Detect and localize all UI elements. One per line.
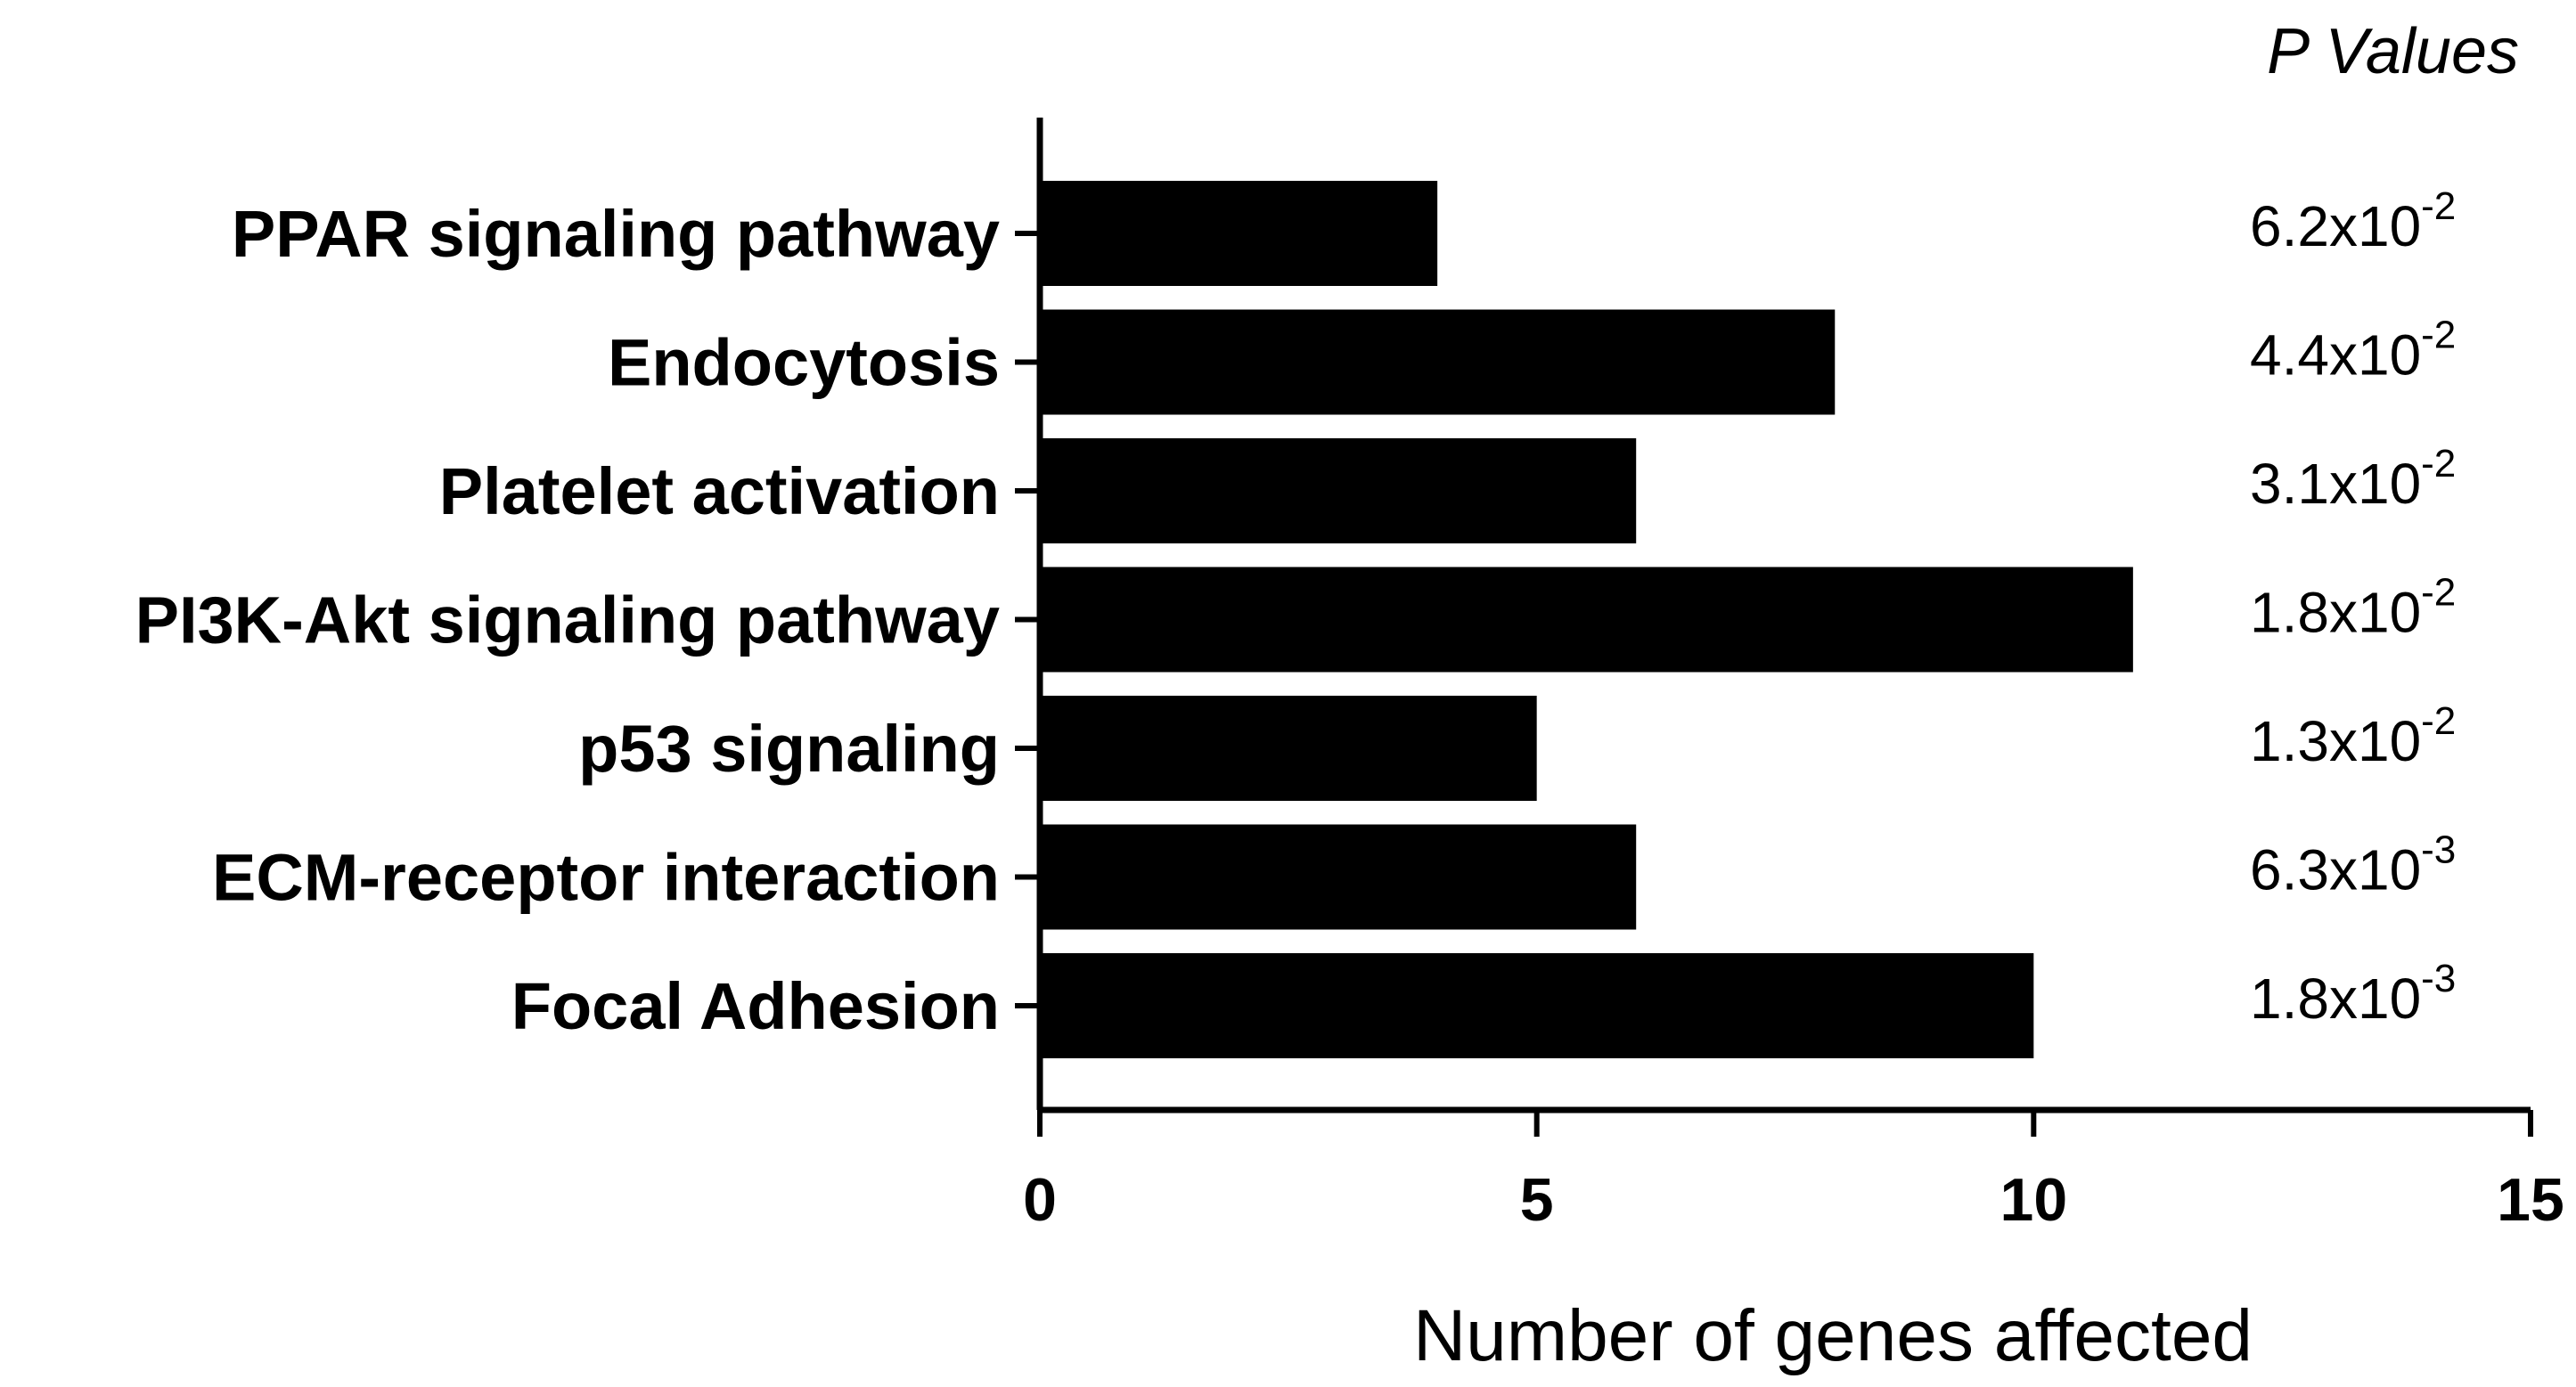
p-value-mantissa: 6.2x10 <box>2250 194 2421 258</box>
p-value: 1.8x10-3 <box>2250 957 2456 1031</box>
p-value-exponent: -3 <box>2421 957 2456 1000</box>
p-value-mantissa: 1.8x10 <box>2250 967 2421 1031</box>
p-value-exponent: -3 <box>2421 828 2456 872</box>
p-value-annotations: 6.2x10-24.4x10-23.1x10-21.8x10-21.3x10-2… <box>2250 184 2456 1031</box>
p-value-mantissa: 4.4x10 <box>2250 323 2421 388</box>
bar <box>1040 824 1637 930</box>
category-label: Endocytosis <box>608 326 1000 400</box>
p-value-mantissa: 3.1x10 <box>2250 452 2421 516</box>
p-value-mantissa: 1.8x10 <box>2250 581 2421 645</box>
p-value-mantissa: 6.3x10 <box>2250 838 2421 902</box>
p-value-exponent: -2 <box>2421 571 2456 615</box>
axes <box>1015 118 2531 1114</box>
bar <box>1040 309 1836 415</box>
category-label: Platelet activation <box>439 454 1000 528</box>
p-value: 3.1x10-2 <box>2250 442 2456 516</box>
p-value-mantissa: 1.3x10 <box>2250 709 2421 773</box>
p-value: 1.8x10-2 <box>2250 571 2456 645</box>
x-tick-label: 10 <box>2000 1166 2068 1234</box>
category-label: PPAR signaling pathway <box>232 197 1000 271</box>
category-label: PI3K-Akt signaling pathway <box>135 583 1000 657</box>
category-label: ECM-receptor interaction <box>212 841 1000 915</box>
bar <box>1040 696 1537 801</box>
bar <box>1040 438 1637 543</box>
category-label: p53 signaling <box>578 712 1000 786</box>
x-tick-label: 15 <box>2497 1166 2564 1234</box>
p-value-exponent: -2 <box>2421 314 2456 357</box>
bar <box>1040 567 2133 673</box>
p-value: 4.4x10-2 <box>2250 314 2456 388</box>
category-label: Focal Adhesion <box>511 969 1000 1043</box>
p-value-exponent: -2 <box>2421 184 2456 228</box>
annotation-header: P Values <box>2267 16 2519 87</box>
p-value: 1.3x10-2 <box>2250 699 2456 773</box>
x-tick-label: 0 <box>1023 1166 1057 1234</box>
x-axis-title: Number of genes affected <box>1413 1295 2253 1376</box>
bar <box>1040 181 1438 286</box>
x-ticks: 0 5 10 15 <box>1023 1110 2564 1234</box>
p-value: 6.2x10-2 <box>2250 184 2456 258</box>
bars-group <box>1040 181 2133 1058</box>
p-value-exponent: -2 <box>2421 699 2456 743</box>
bar <box>1040 953 2034 1058</box>
category-labels: PPAR signaling pathwayEndocytosisPlatele… <box>135 197 1000 1043</box>
p-value-exponent: -2 <box>2421 442 2456 485</box>
x-tick-label: 5 <box>1520 1166 1554 1234</box>
p-value: 6.3x10-3 <box>2250 828 2456 902</box>
